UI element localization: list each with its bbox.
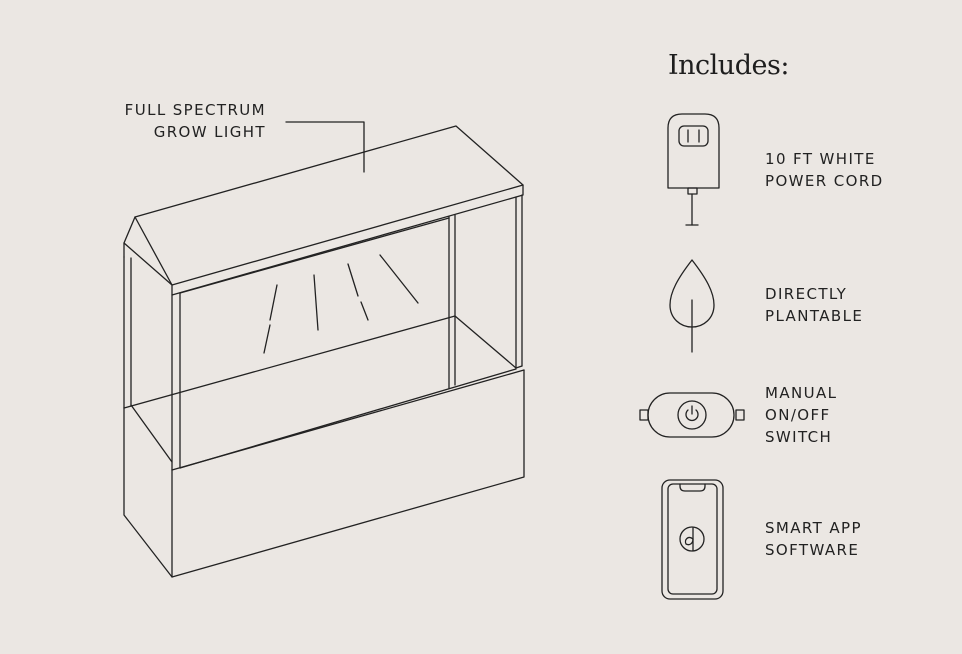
switch-label-line-2: ON/OFF bbox=[765, 406, 831, 424]
switch-label-line-3: SWITCH bbox=[765, 428, 833, 446]
power-cord-label-line-2: POWER CORD bbox=[765, 172, 884, 190]
plantable-label-line-2: PLANTABLE bbox=[765, 307, 864, 325]
grow-light-label-line-2: GROW LIGHT bbox=[153, 123, 266, 141]
switch-label-line-1: MANUAL bbox=[765, 384, 838, 402]
include-item-plantable: DIRECTLY PLANTABLE bbox=[765, 283, 863, 327]
smartphone-app-icon bbox=[661, 479, 724, 600]
plantable-label-line-1: DIRECTLY bbox=[765, 285, 848, 303]
smart-app-label-line-1: SMART APP bbox=[765, 519, 862, 537]
smart-app-label-line-2: SOFTWARE bbox=[765, 541, 860, 559]
include-item-smart-app: SMART APP SOFTWARE bbox=[765, 517, 862, 561]
power-switch-icon bbox=[639, 392, 745, 438]
planter-with-grow-light bbox=[123, 125, 525, 578]
leaf-icon bbox=[669, 259, 715, 353]
power-cord-label-line-1: 10 FT WHITE bbox=[765, 150, 876, 168]
includes-heading: Includes: bbox=[668, 50, 789, 81]
power-plug-icon bbox=[667, 113, 720, 226]
grow-light-label-line-1: FULL SPECTRUM bbox=[124, 101, 266, 119]
grow-light-leader bbox=[285, 121, 365, 173]
include-item-switch: MANUAL ON/OFF SWITCH bbox=[765, 382, 837, 448]
grow-light-label: FULL SPECTRUM GROW LIGHT bbox=[70, 99, 266, 143]
include-item-power-cord: 10 FT WHITE POWER CORD bbox=[765, 148, 884, 192]
